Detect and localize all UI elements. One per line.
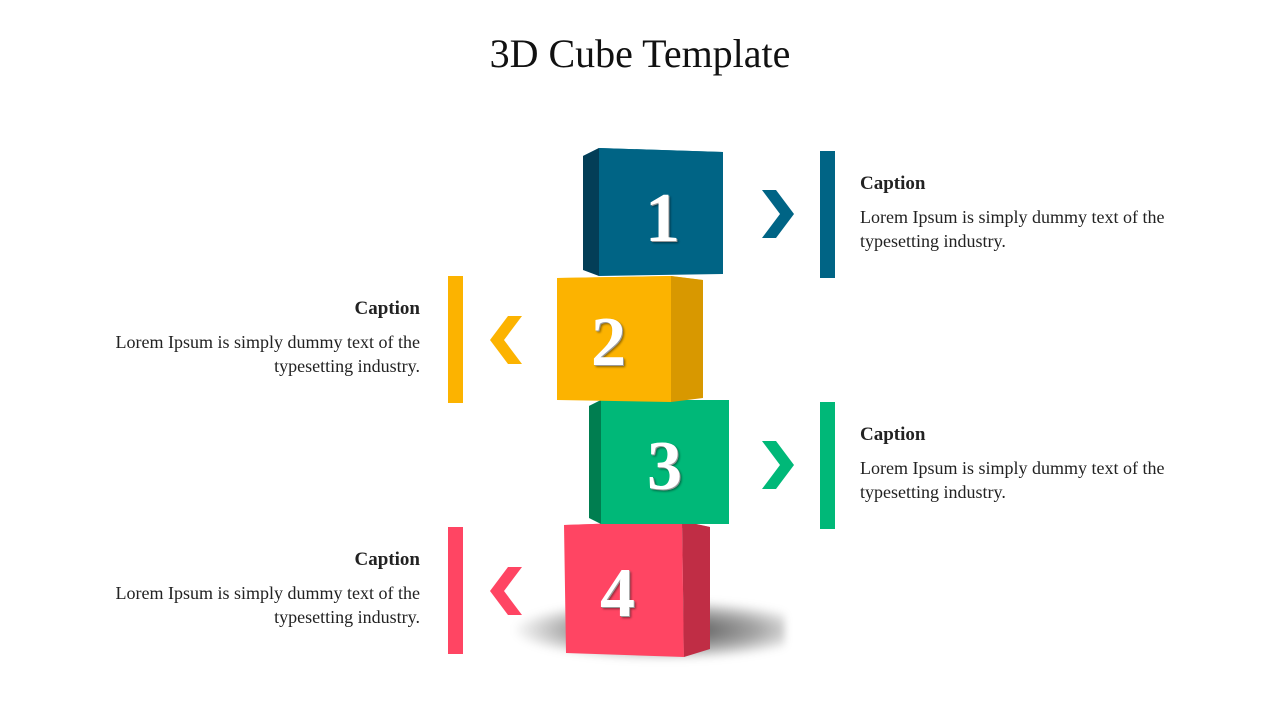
caption-4-bar [448,527,463,654]
caption-1-text: Lorem Ipsum is simply dummy text of the … [860,207,1165,251]
cube-number: 2 [591,304,626,381]
caption-2-heading: Caption [354,298,420,319]
caption-2-text: Lorem Ipsum is simply dummy text of the … [115,332,420,376]
chevron-right-icon [762,441,794,489]
cube-number: 3 [647,428,682,505]
chevron-left-icon [490,316,522,364]
caption-2-bar [448,276,463,403]
caption-3-heading: Caption [860,424,926,445]
cube-2: 2 [555,274,705,404]
caption-4-text: Lorem Ipsum is simply dummy text of the … [115,583,420,627]
chevron-left-icon [490,567,522,615]
chevron-right-icon [762,190,794,238]
caption-4-heading: Caption [354,549,420,570]
caption-1-heading: Caption [860,173,926,194]
slide-title: 3D Cube Template [489,31,791,76]
cube-1: 1 [583,148,725,278]
caption-2: Caption Lorem Ipsum is simply dummy text… [110,298,420,378]
caption-3: Caption Lorem Ipsum is simply dummy text… [860,424,1170,504]
caption-3-text: Lorem Ipsum is simply dummy text of the … [860,458,1165,502]
cube-number: 1 [645,180,680,257]
cube-number: 4 [600,555,635,632]
cube-4: 4 [562,517,712,659]
cube-3: 3 [589,398,731,528]
caption-1: Caption Lorem Ipsum is simply dummy text… [860,173,1170,253]
caption-3-bar [820,402,835,529]
caption-4: Caption Lorem Ipsum is simply dummy text… [110,549,420,629]
caption-1-bar [820,151,835,278]
